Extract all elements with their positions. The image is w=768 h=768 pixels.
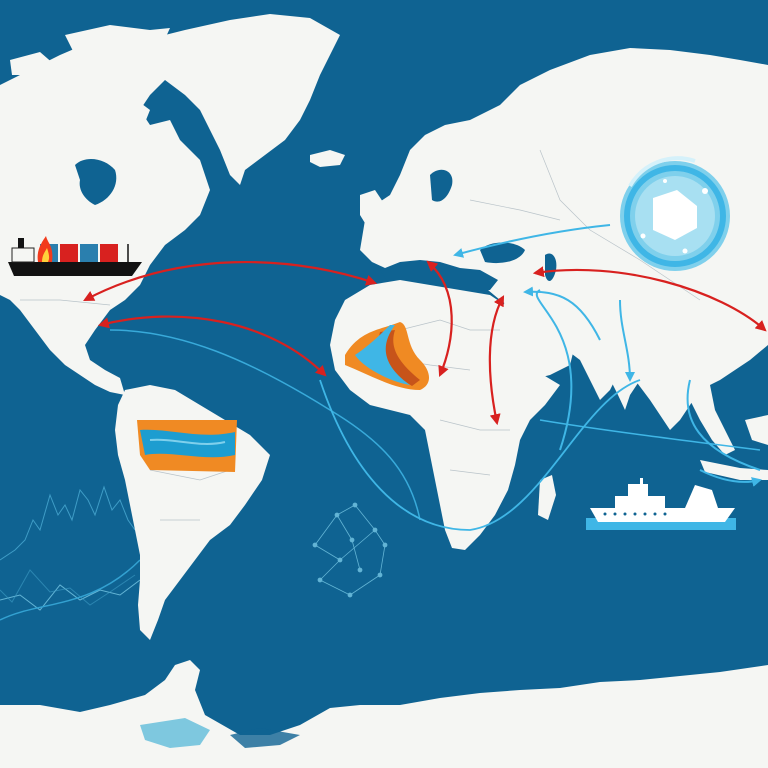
greenland (145, 14, 340, 185)
river-drought-africa-icon (345, 322, 429, 390)
antarctic-ice-shelf (140, 718, 210, 748)
research-ship-iceberg-icon (586, 478, 736, 530)
indonesia-islands (700, 415, 768, 480)
baltic-sea (430, 169, 453, 202)
eurasia (360, 48, 768, 430)
hudson-bay (75, 158, 117, 205)
network-graph-icon (312, 502, 388, 598)
arctic-ice-ring-icon (620, 156, 730, 271)
madagascar (538, 475, 556, 520)
line-chart-overlay-icon (0, 485, 141, 621)
antarctic-bay (230, 728, 300, 748)
iceland (310, 150, 345, 167)
british-isles (360, 190, 385, 228)
india (590, 330, 655, 410)
river-drought-amazon-icon (137, 420, 237, 472)
southeast-asia (690, 370, 735, 455)
red-trade-routes (83, 260, 767, 426)
arctic-islands (10, 25, 170, 140)
cargo-ship-fire-icon (8, 236, 142, 276)
black-sea (480, 242, 525, 264)
north-america (0, 35, 210, 395)
